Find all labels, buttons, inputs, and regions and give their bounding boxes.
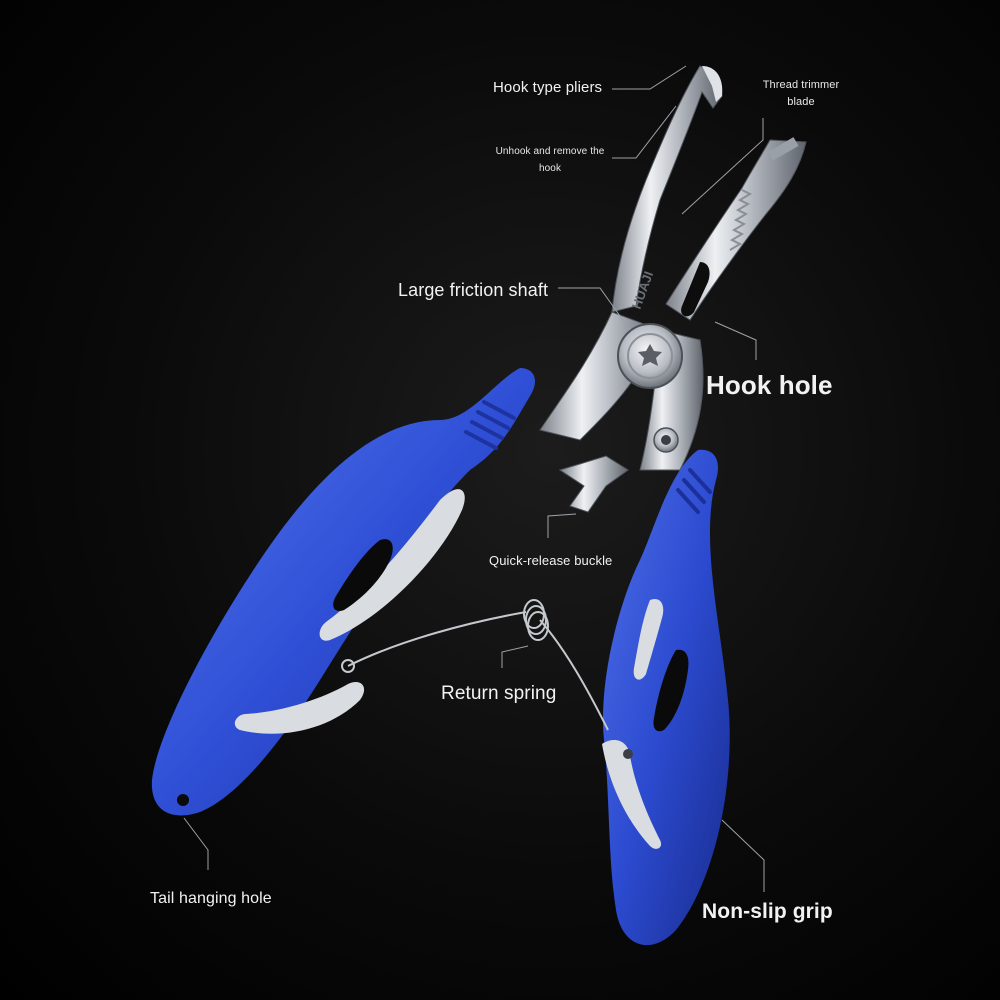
label-unhook-line1: Unhook and remove the: [495, 146, 605, 157]
label-tail-hanging-hole: Tail hanging hole: [150, 890, 272, 907]
jaw-teeth: [729, 189, 753, 251]
label-thread-trimmer-blade: Thread trimmer blade: [746, 77, 856, 111]
hook-hole-slot: [681, 262, 710, 317]
left-grip-steel-insert-lower: [234, 681, 365, 734]
label-hook-hole: Hook hole: [706, 370, 833, 400]
label-return-spring: Return spring: [441, 683, 557, 704]
torx-head: [638, 344, 662, 366]
left-grip-cutout: [333, 539, 393, 612]
tail-hanging-hole: [177, 794, 189, 806]
thread-trimmer-blade: [767, 137, 799, 161]
quick-release-buckle-shape: [558, 455, 629, 513]
label-quick-release-buckle: Quick-release buckle: [489, 553, 613, 568]
right-grip-steel-insert: [633, 598, 664, 680]
upper-jaw: [611, 65, 723, 313]
label-large-friction-shaft: Large friction shaft: [398, 280, 549, 300]
label-non-slip-grip: Non-slip grip: [702, 900, 833, 923]
left-grip-steel-insert: [319, 489, 465, 641]
leader-lines: [183, 65, 765, 892]
label-unhook-line2: hook: [538, 163, 562, 174]
right-grip-steel-insert-lower: [602, 740, 662, 849]
label-thread-trimmer-line2: blade: [787, 96, 815, 108]
return-spring: [341, 599, 609, 731]
label-hook-type-pliers: Hook type pliers: [493, 79, 603, 96]
label-thread-trimmer-line1: Thread trimmer: [762, 79, 840, 91]
hook-tip: [702, 66, 723, 102]
right-grip-cutout: [653, 649, 689, 732]
label-unhook: Unhook and remove the hook: [484, 143, 616, 177]
